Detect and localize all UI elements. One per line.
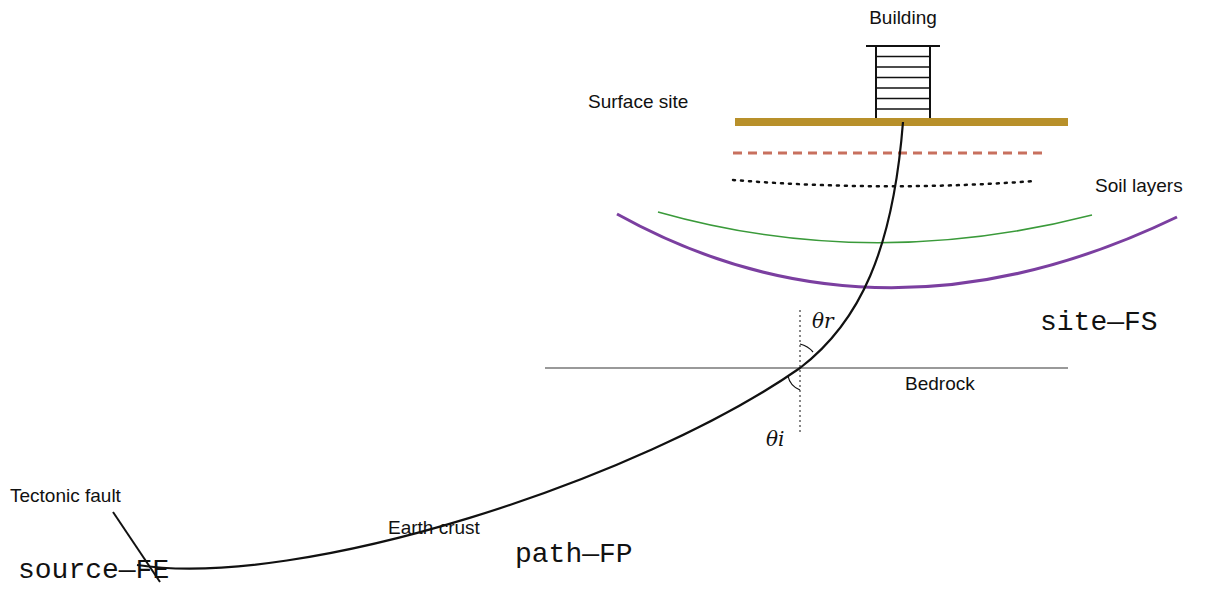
site-factor-label: site—FS <box>1040 308 1158 339</box>
angle-arc <box>800 344 813 352</box>
angle-label: θi <box>766 428 784 450</box>
soil-layer <box>733 180 1035 186</box>
soil-layer <box>658 212 1092 243</box>
normal-line <box>800 310 801 432</box>
surface-label: Surface site <box>588 92 688 113</box>
soil-layer <box>617 214 1177 288</box>
floor-line <box>876 87 930 88</box>
source-factor-label: source—FE <box>18 556 169 587</box>
soil-label: Soil layers <box>1095 176 1183 197</box>
building-label: Building <box>869 8 937 29</box>
wave-ray <box>137 122 903 569</box>
floor-line <box>876 98 930 99</box>
angle-arc <box>788 376 800 390</box>
building-icon <box>866 46 940 122</box>
floor-line <box>876 77 930 78</box>
fault-label: Tectonic fault <box>10 486 121 507</box>
floor-line <box>876 108 930 109</box>
soil-layer <box>733 152 1045 155</box>
surface-ground <box>735 118 1068 126</box>
crust-label: Earth crust <box>388 518 480 539</box>
bedrock-line <box>545 367 1068 369</box>
floor-line <box>876 56 930 57</box>
bedrock-label: Bedrock <box>905 374 975 395</box>
path-factor-label: path—FP <box>515 540 633 571</box>
angle-label: θr <box>812 310 834 332</box>
floor-line <box>876 66 930 67</box>
